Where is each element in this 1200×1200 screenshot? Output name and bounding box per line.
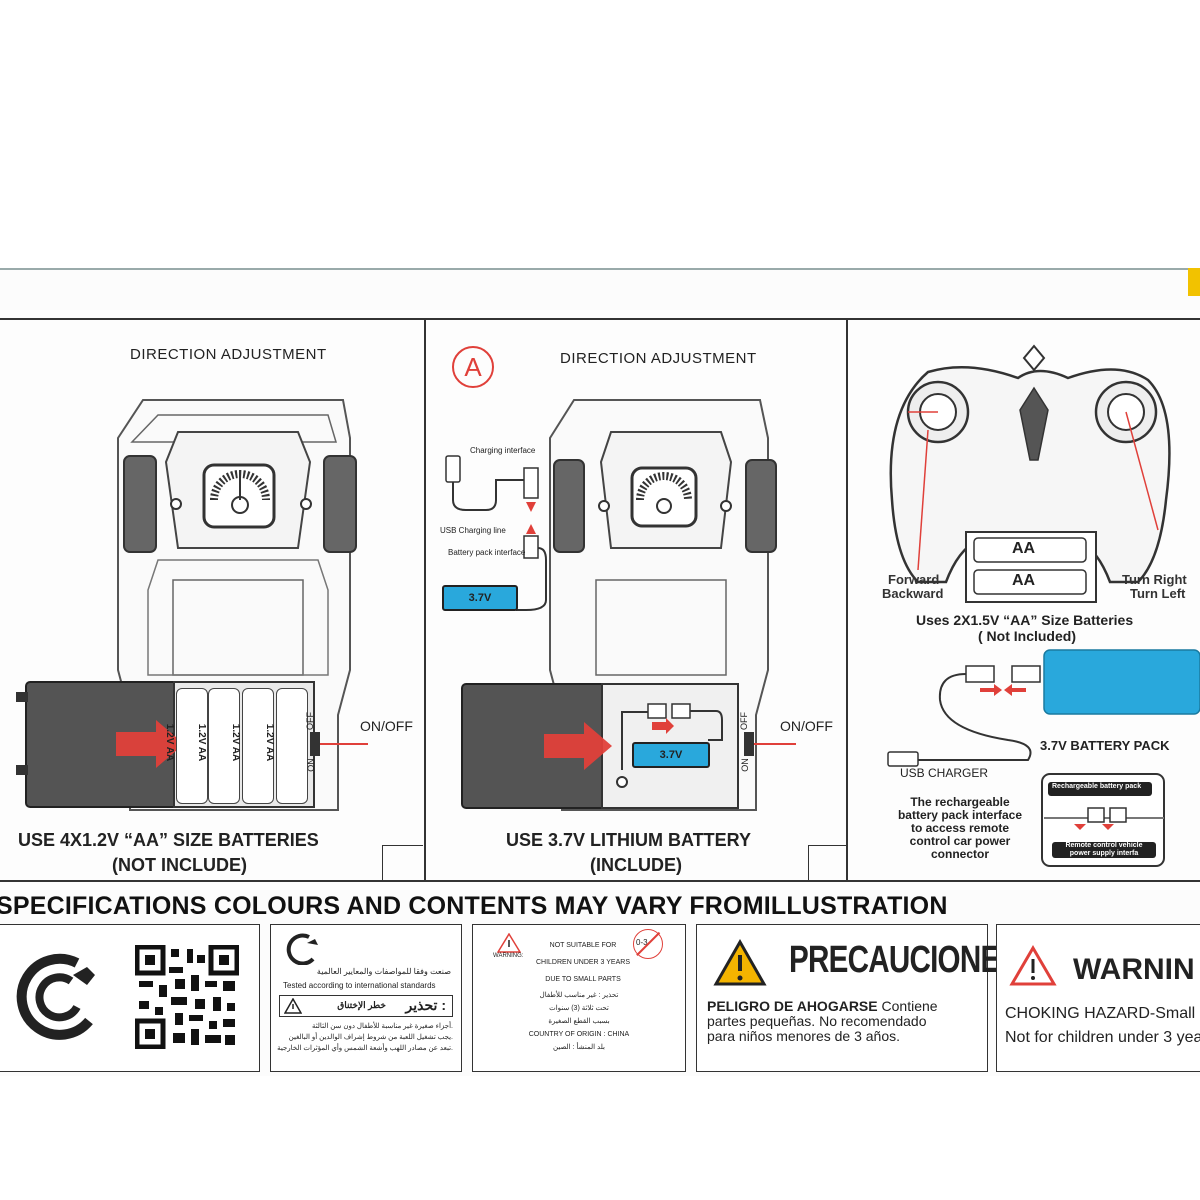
remote-batteries-note: ( Not Included) <box>978 628 1076 644</box>
panel2-caption: USE 3.7V LITHIUM BATTERY <box>506 830 752 850</box>
warning-triangle-icon <box>1009 945 1057 986</box>
age-warning-text: Not for children under 3 yea <box>1005 1029 1200 1046</box>
remote-batteries-text: Uses 2X1.5V “AA” Size Batteries <box>916 612 1134 628</box>
precauciones-title: PRECAUCIONES: <box>789 939 1028 981</box>
panel1-caption: USE 4X1.2V “AA” SIZE BATTERIES <box>18 830 319 850</box>
panel-aa-batteries: DIRECTION ADJUSTMENT 1.2V AA <box>0 318 426 882</box>
english-warning-box: WARNIN CHOKING HAZARD-Small Not for chil… <box>996 924 1200 1072</box>
warning-triangle-icon <box>713 939 767 986</box>
front-right-tire <box>323 455 357 553</box>
rechargeable-note: The rechargeable battery pack interface … <box>897 795 1023 861</box>
on-off-label: ON/OFF <box>780 718 833 734</box>
qr-code-icon <box>135 945 239 1049</box>
battery-pack-label: 3.7V BATTERY PACK <box>1040 738 1170 753</box>
panel2-caption-sub: (INCLUDE) <box>590 855 682 875</box>
arabic-warning-title: تحذير : <box>405 997 446 1013</box>
warning-small-label: WARNING: <box>493 953 524 959</box>
remote-battery-aa: AA <box>1012 572 1036 589</box>
switch-off-label: OFF <box>739 712 749 730</box>
battery-3-7v-tag: 3.7V <box>442 585 518 611</box>
arabic-bullets: أجزاء صغيرة غير مناسبة للأطفال دون سن ال… <box>277 1023 453 1052</box>
spanish-warning-box: PRECAUCIONES: PELIGRO DE AHOGARSE Contie… <box>696 924 1028 1072</box>
forward-label: Forward <box>888 572 940 587</box>
battery-cell: 1.2V AA <box>196 688 240 804</box>
backward-label: Backward <box>882 586 944 601</box>
yellow-corner <box>1188 268 1200 296</box>
remote-battery-aa: AA <box>1012 540 1036 557</box>
battery-cell: 1.2V AA <box>164 688 208 804</box>
switch-off-label: OFF <box>305 712 315 730</box>
small-parts-arabic: تحذير : غير مناسب للأطفال تحت ثلاثة (3) … <box>528 992 630 1051</box>
battery-3-7v-inner: 3.7V <box>632 742 710 768</box>
arabic-standards: صنعت وفقا للمواصفات والمعايير العالمية <box>316 967 451 976</box>
insert-arrow <box>116 720 184 768</box>
battery-interface-label: Battery pack interface <box>448 548 526 557</box>
standards-box: صنعت وفقا للمواصفات والمعايير العالمية T… <box>270 924 462 1072</box>
usb-charging-line-label: USB Charging line <box>440 526 506 535</box>
power-switch <box>310 732 320 756</box>
tested-standards: Tested according to international standa… <box>283 981 436 990</box>
choking-hazard-text: CHOKING HAZARD-Small <box>1005 1005 1196 1022</box>
on-off-label: ON/OFF <box>360 718 413 734</box>
age-restriction-icon: 0-3 <box>633 929 663 959</box>
inset-bottom-label: Remote control vehicle power supply inte… <box>1065 842 1143 857</box>
small-parts-text: NOT SUITABLE FOR CHILDREN UNDER 3 YEARS … <box>535 942 630 983</box>
section-a-badge: A <box>452 346 494 388</box>
direction-adjustment-heading: DIRECTION ADJUSTMENT <box>130 346 327 363</box>
specifications-banner: SPECIFICATIONS COLOURS AND CONTENTS MAY … <box>0 892 948 920</box>
turn-left-label: Turn Left <box>1130 586 1186 601</box>
precauciones-text: PELIGRO DE AHOGARSE Contiene partes pequ… <box>707 998 938 1044</box>
car-underside-illustration <box>445 399 796 811</box>
panel1-caption-sub: (NOT INCLUDE) <box>112 855 247 875</box>
switch-on-label: ON <box>739 758 750 772</box>
panel-remote-control: Forward Backward Turn Right Turn Left AA… <box>846 318 1200 882</box>
remote-control-illustration <box>887 344 1200 867</box>
warning-triangle-icon <box>497 933 521 953</box>
small-parts-box: WARNING: 0-3 NOT SUITABLE FOR CHILDREN U… <box>472 924 686 1072</box>
arabic-warning-sub: خطر الإختناق <box>337 1000 386 1010</box>
warning-title: WARNIN <box>1073 953 1195 986</box>
charging-interface-label: Charging interface <box>470 446 536 455</box>
battery-pack <box>1043 649 1200 715</box>
switch-on-label: ON <box>305 758 316 772</box>
direction-adjustment-heading: DIRECTION ADJUSTMENT <box>560 350 757 367</box>
usb-charger-label: USB CHARGER <box>900 766 989 780</box>
brand-logo-icon <box>16 953 95 1040</box>
battery-cell: 1.2V AA <box>264 688 308 804</box>
front-left-tire <box>123 455 157 553</box>
panel-lithium-battery: A DIRECTION ADJUSTMENT Charging inter <box>424 318 852 882</box>
logo-qr-box <box>0 924 260 1072</box>
turn-right-label: Turn Right <box>1122 572 1187 587</box>
brand-logo-small-icon <box>286 933 318 965</box>
warning-triangle-icon <box>284 998 302 1014</box>
battery-cell: 1.2V AA <box>230 688 274 804</box>
inset-top-label: Rechargeable battery pack <box>1052 783 1142 790</box>
